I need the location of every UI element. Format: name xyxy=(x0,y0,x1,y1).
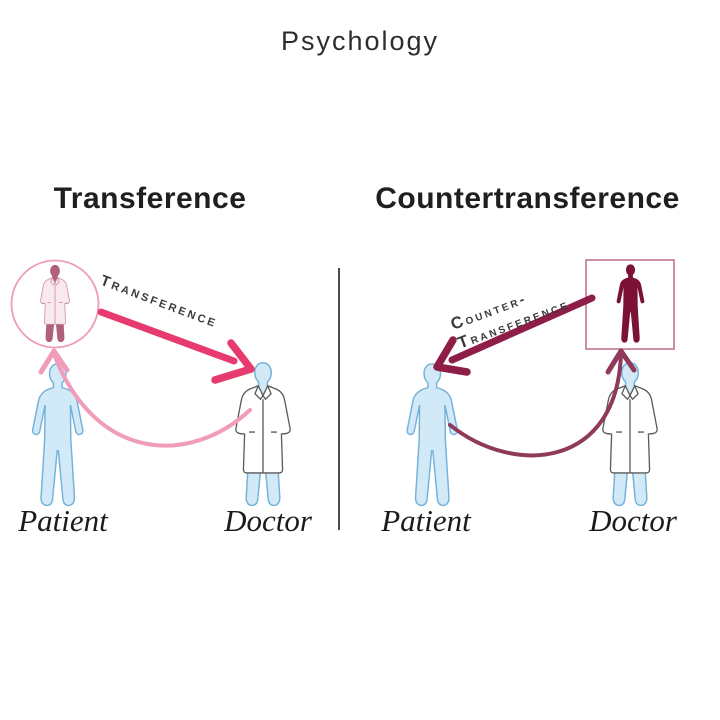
transference-arrow xyxy=(97,308,238,365)
doctor-label-right: Doctor xyxy=(589,503,677,538)
transference-arrowhead-icon xyxy=(211,339,255,384)
projection-curve-arrowhead-icon xyxy=(605,348,637,375)
countertransference-arrowhead-icon xyxy=(433,336,471,376)
page-title: Psychology xyxy=(280,26,440,56)
patient-label-left: Patient xyxy=(18,503,108,538)
patient-figure xyxy=(31,363,84,507)
patient-figure xyxy=(406,363,459,507)
countertransference-panel xyxy=(406,259,675,507)
patient-label-right: Patient xyxy=(381,503,471,538)
transference-panel xyxy=(10,259,291,507)
imagined-person-coat-icon xyxy=(40,277,70,325)
projection-curve xyxy=(448,351,623,458)
countertransference-arrow xyxy=(448,294,596,364)
transference-heading: Transference xyxy=(53,182,247,215)
projection-curve-arrowhead-icon xyxy=(38,348,70,375)
panel-divider xyxy=(338,268,340,530)
doctor-coat-icon xyxy=(235,385,291,474)
doctor-label-left: Doctor xyxy=(224,503,312,538)
countertransference-heading: Countertransference xyxy=(375,182,680,215)
projection-curve xyxy=(52,352,252,448)
